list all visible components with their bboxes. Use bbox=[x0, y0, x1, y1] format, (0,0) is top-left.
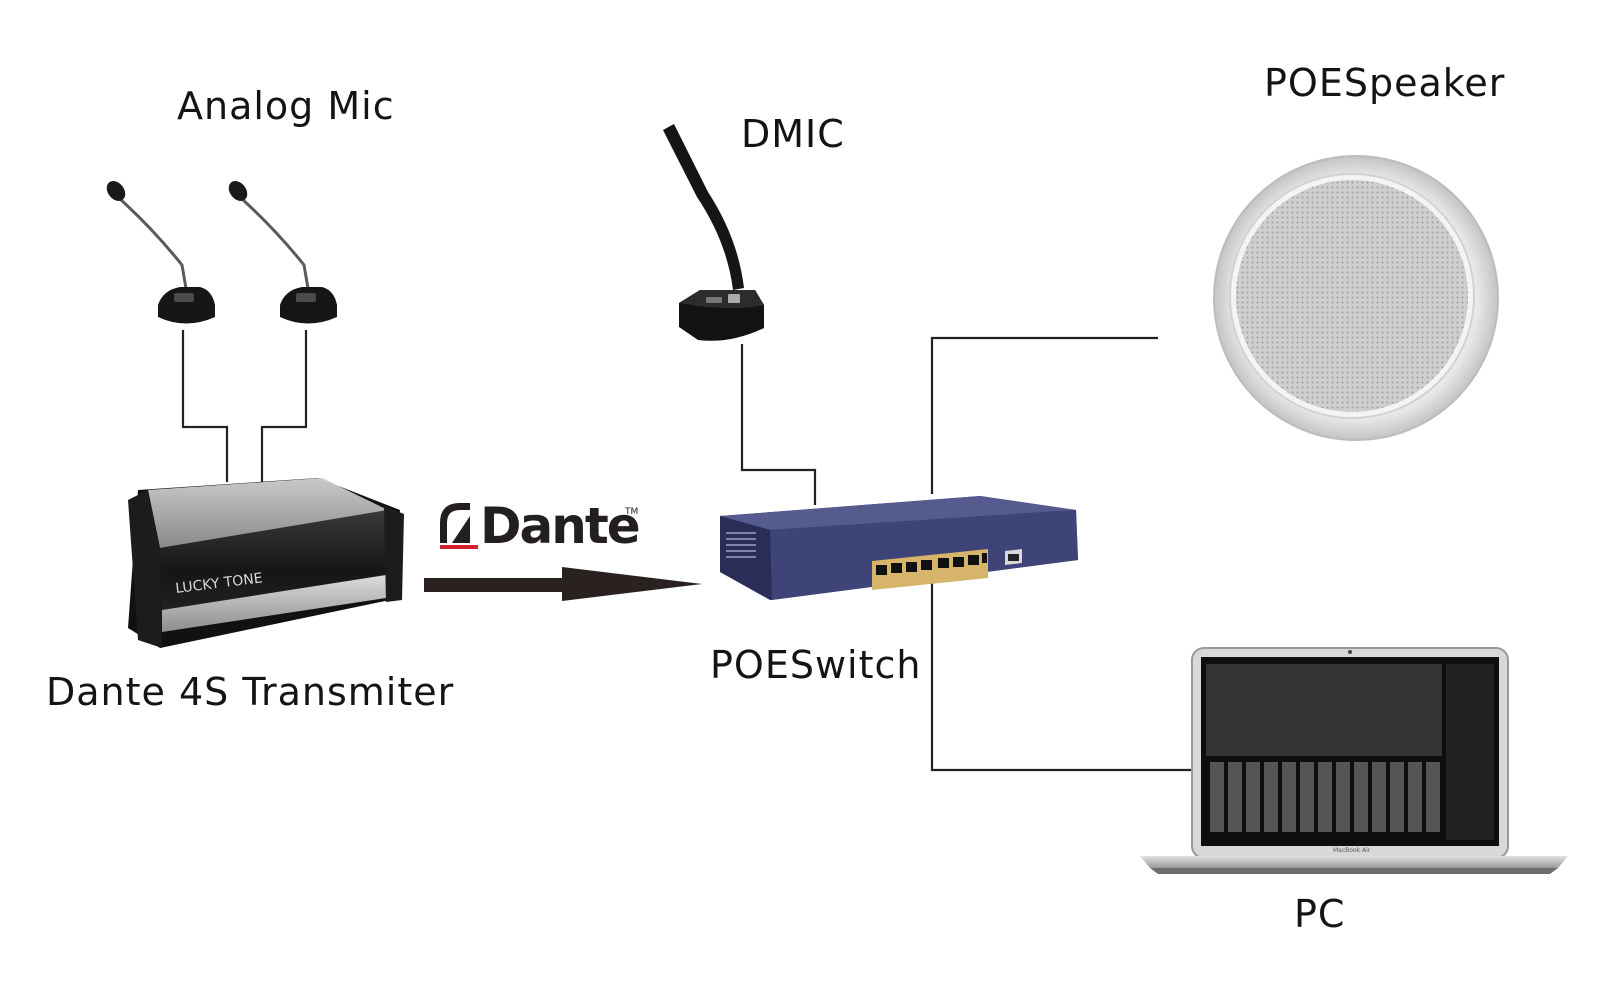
analog-mic-right bbox=[228, 181, 337, 324]
flow-arrow bbox=[424, 567, 702, 601]
transmitter-label: Dante 4S Transmiter bbox=[46, 670, 455, 714]
mic2-cable bbox=[260, 330, 308, 482]
dante-logo: Dante TM bbox=[440, 497, 641, 555]
poe-switch bbox=[720, 496, 1078, 600]
transmitter-box: LUCKY TONE bbox=[128, 478, 404, 648]
dmic-device bbox=[663, 124, 764, 341]
pc-label: PC bbox=[1294, 892, 1346, 936]
dmic-label: DMIC bbox=[741, 112, 845, 156]
dante-logo-text: Dante bbox=[480, 497, 639, 555]
dmic-cable bbox=[740, 344, 817, 505]
speaker-cable bbox=[930, 336, 1158, 494]
pc-cable bbox=[930, 580, 1192, 772]
pc-laptop: MacBook Air bbox=[1140, 647, 1568, 874]
connection-lines bbox=[181, 330, 1192, 772]
laptop-model-text: MacBook Air bbox=[1333, 847, 1371, 854]
dante-tm-text: TM bbox=[624, 507, 638, 517]
mic1-cable bbox=[181, 330, 229, 482]
poe-speaker-label: POESpeaker bbox=[1264, 61, 1506, 105]
analog-mic-left bbox=[106, 181, 215, 324]
poe-switch-label: POESwitch bbox=[710, 643, 922, 687]
poe-speaker bbox=[1213, 155, 1499, 441]
analog-mic-label: Analog Mic bbox=[177, 84, 395, 128]
